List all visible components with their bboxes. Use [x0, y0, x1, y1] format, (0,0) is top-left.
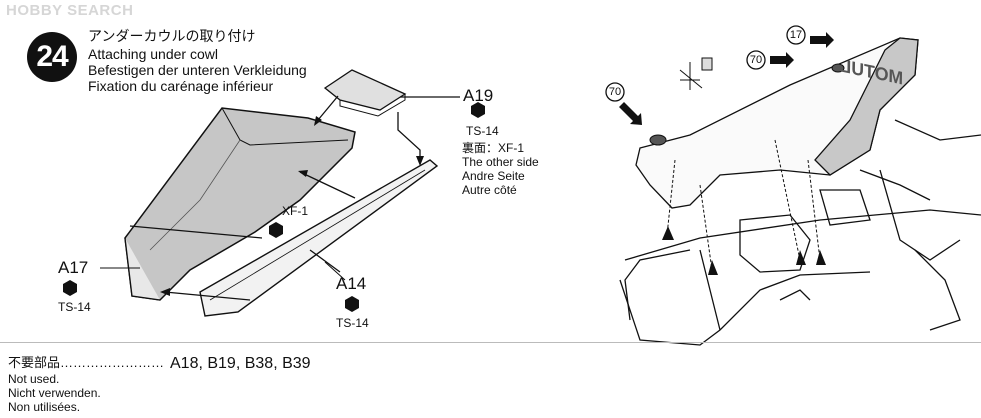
- cement-tool-icon: [679, 57, 713, 90]
- callout-arrows: [619, 32, 834, 125]
- bracket-a19: [323, 69, 407, 111]
- other-side-fr: Autre côté: [462, 183, 517, 197]
- part-label-a17: A17: [58, 258, 89, 277]
- paint-ts14-a17: TS-14: [58, 300, 91, 314]
- step-number-badge: 24: [27, 32, 77, 82]
- step-title-en: Attaching under cowl: [88, 46, 218, 62]
- other-side-ja: 裏面：XF-1: [462, 141, 525, 155]
- paint-marker-a17: [63, 280, 77, 296]
- step-title-ja: アンダーカウルの取り付け: [88, 28, 256, 44]
- paint-xf1-inner: XF-1: [282, 204, 309, 218]
- paint-marker-xf1: [269, 222, 283, 238]
- callout-70-top: 70: [749, 54, 763, 66]
- not-used-ja: 不要部品……………………: [8, 355, 165, 370]
- part-label-a14: A14: [336, 274, 367, 293]
- section-divider: [0, 342, 981, 343]
- paint-marker-a19: [471, 102, 485, 118]
- not-used-fr: Non utilisées.: [8, 400, 81, 414]
- not-used-de: Nicht verwenden.: [8, 386, 101, 400]
- callout-17: 17: [789, 29, 803, 41]
- other-side-de: Andre Seite: [462, 169, 525, 183]
- watermark: HOBBY SEARCH: [6, 2, 134, 19]
- paint-marker-a14: [345, 296, 359, 312]
- callout-70-left: 70: [608, 86, 622, 98]
- paint-ts14-a19: TS-14: [466, 124, 499, 138]
- part-label-a19: A19: [463, 86, 494, 105]
- step-title-de: Befestigen der unteren Verkleidung: [88, 62, 307, 78]
- paint-ts14-a14: TS-14: [336, 316, 369, 330]
- not-used-en: Not used.: [8, 372, 60, 386]
- other-side-en: The other side: [462, 155, 539, 169]
- motorcycle-assembly: [619, 37, 981, 346]
- not-used-parts: A18, B19, B38, B39: [170, 355, 311, 372]
- step-title-fr: Fixation du carénage inférieur: [88, 78, 274, 94]
